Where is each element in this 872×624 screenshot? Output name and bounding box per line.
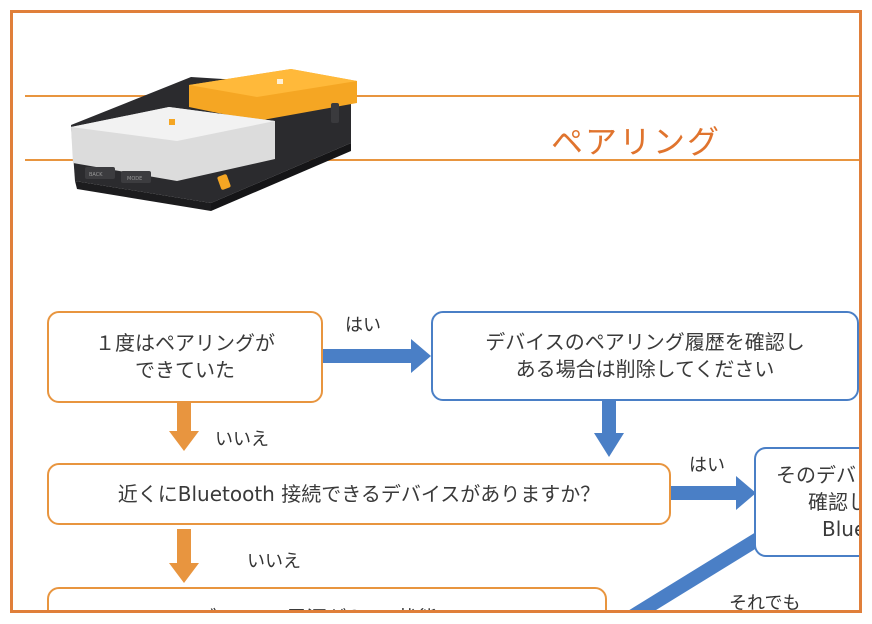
device-label-mode: MODE <box>127 176 142 182</box>
question-nearby-device-text: 近くにBluetooth 接続できるデバイスがありますか？ <box>117 481 601 506</box>
connector-diagonal <box>629 533 762 610</box>
label-no-2: いいえ <box>247 551 301 572</box>
label-still: それでも <box>729 593 801 613</box>
device-side-switch <box>217 174 231 190</box>
label-no-1: いいえ <box>215 429 269 450</box>
header-rule-top <box>25 95 859 97</box>
arrow-down-no-2 <box>169 529 199 583</box>
action-right-partial: そのデバ 確認し Blue <box>754 447 862 557</box>
header-rule-bottom <box>25 159 859 161</box>
question-paired-before-line1: １度はペアリングが <box>95 331 275 355</box>
device-label-back: BACK <box>89 172 103 178</box>
arrow-right-yes-1 <box>323 339 431 373</box>
question-power-on: ブルーⅡの電源がONの状態で <box>47 587 607 610</box>
label-yes-1: はい <box>345 315 381 336</box>
action-check-history: デバイスのペアリング履歴を確認し ある場合は削除してください <box>431 311 859 401</box>
device-illustration: BACK MODE <box>71 69 357 211</box>
action-right-line2: 確認し <box>808 489 862 514</box>
question-paired-before: １度はペアリングが できていた <box>47 311 323 403</box>
arrow-right-yes-2 <box>670 476 756 510</box>
label-yes-2: はい <box>689 455 725 476</box>
slide-frame: BACK MODE ペアリング <box>10 10 862 613</box>
arrow-down-from-history <box>594 399 624 457</box>
page-title: ペアリング <box>551 123 722 161</box>
question-paired-before-line2: できていた <box>135 358 235 382</box>
action-check-history-line2: ある場合は削除してください <box>515 357 775 381</box>
flow-connectors <box>169 339 859 610</box>
question-power-on-text: ブルーⅡの電源がONの状態で <box>197 605 458 610</box>
action-check-history-line1: デバイスのペアリング履歴を確認し <box>485 330 805 354</box>
arrow-down-no-1 <box>169 399 199 451</box>
action-right-line3: Blue <box>822 516 862 541</box>
question-nearby-device: 近くにBluetooth 接続できるデバイスがありますか？ <box>47 463 671 525</box>
action-right-line1: そのデバ <box>776 462 856 487</box>
